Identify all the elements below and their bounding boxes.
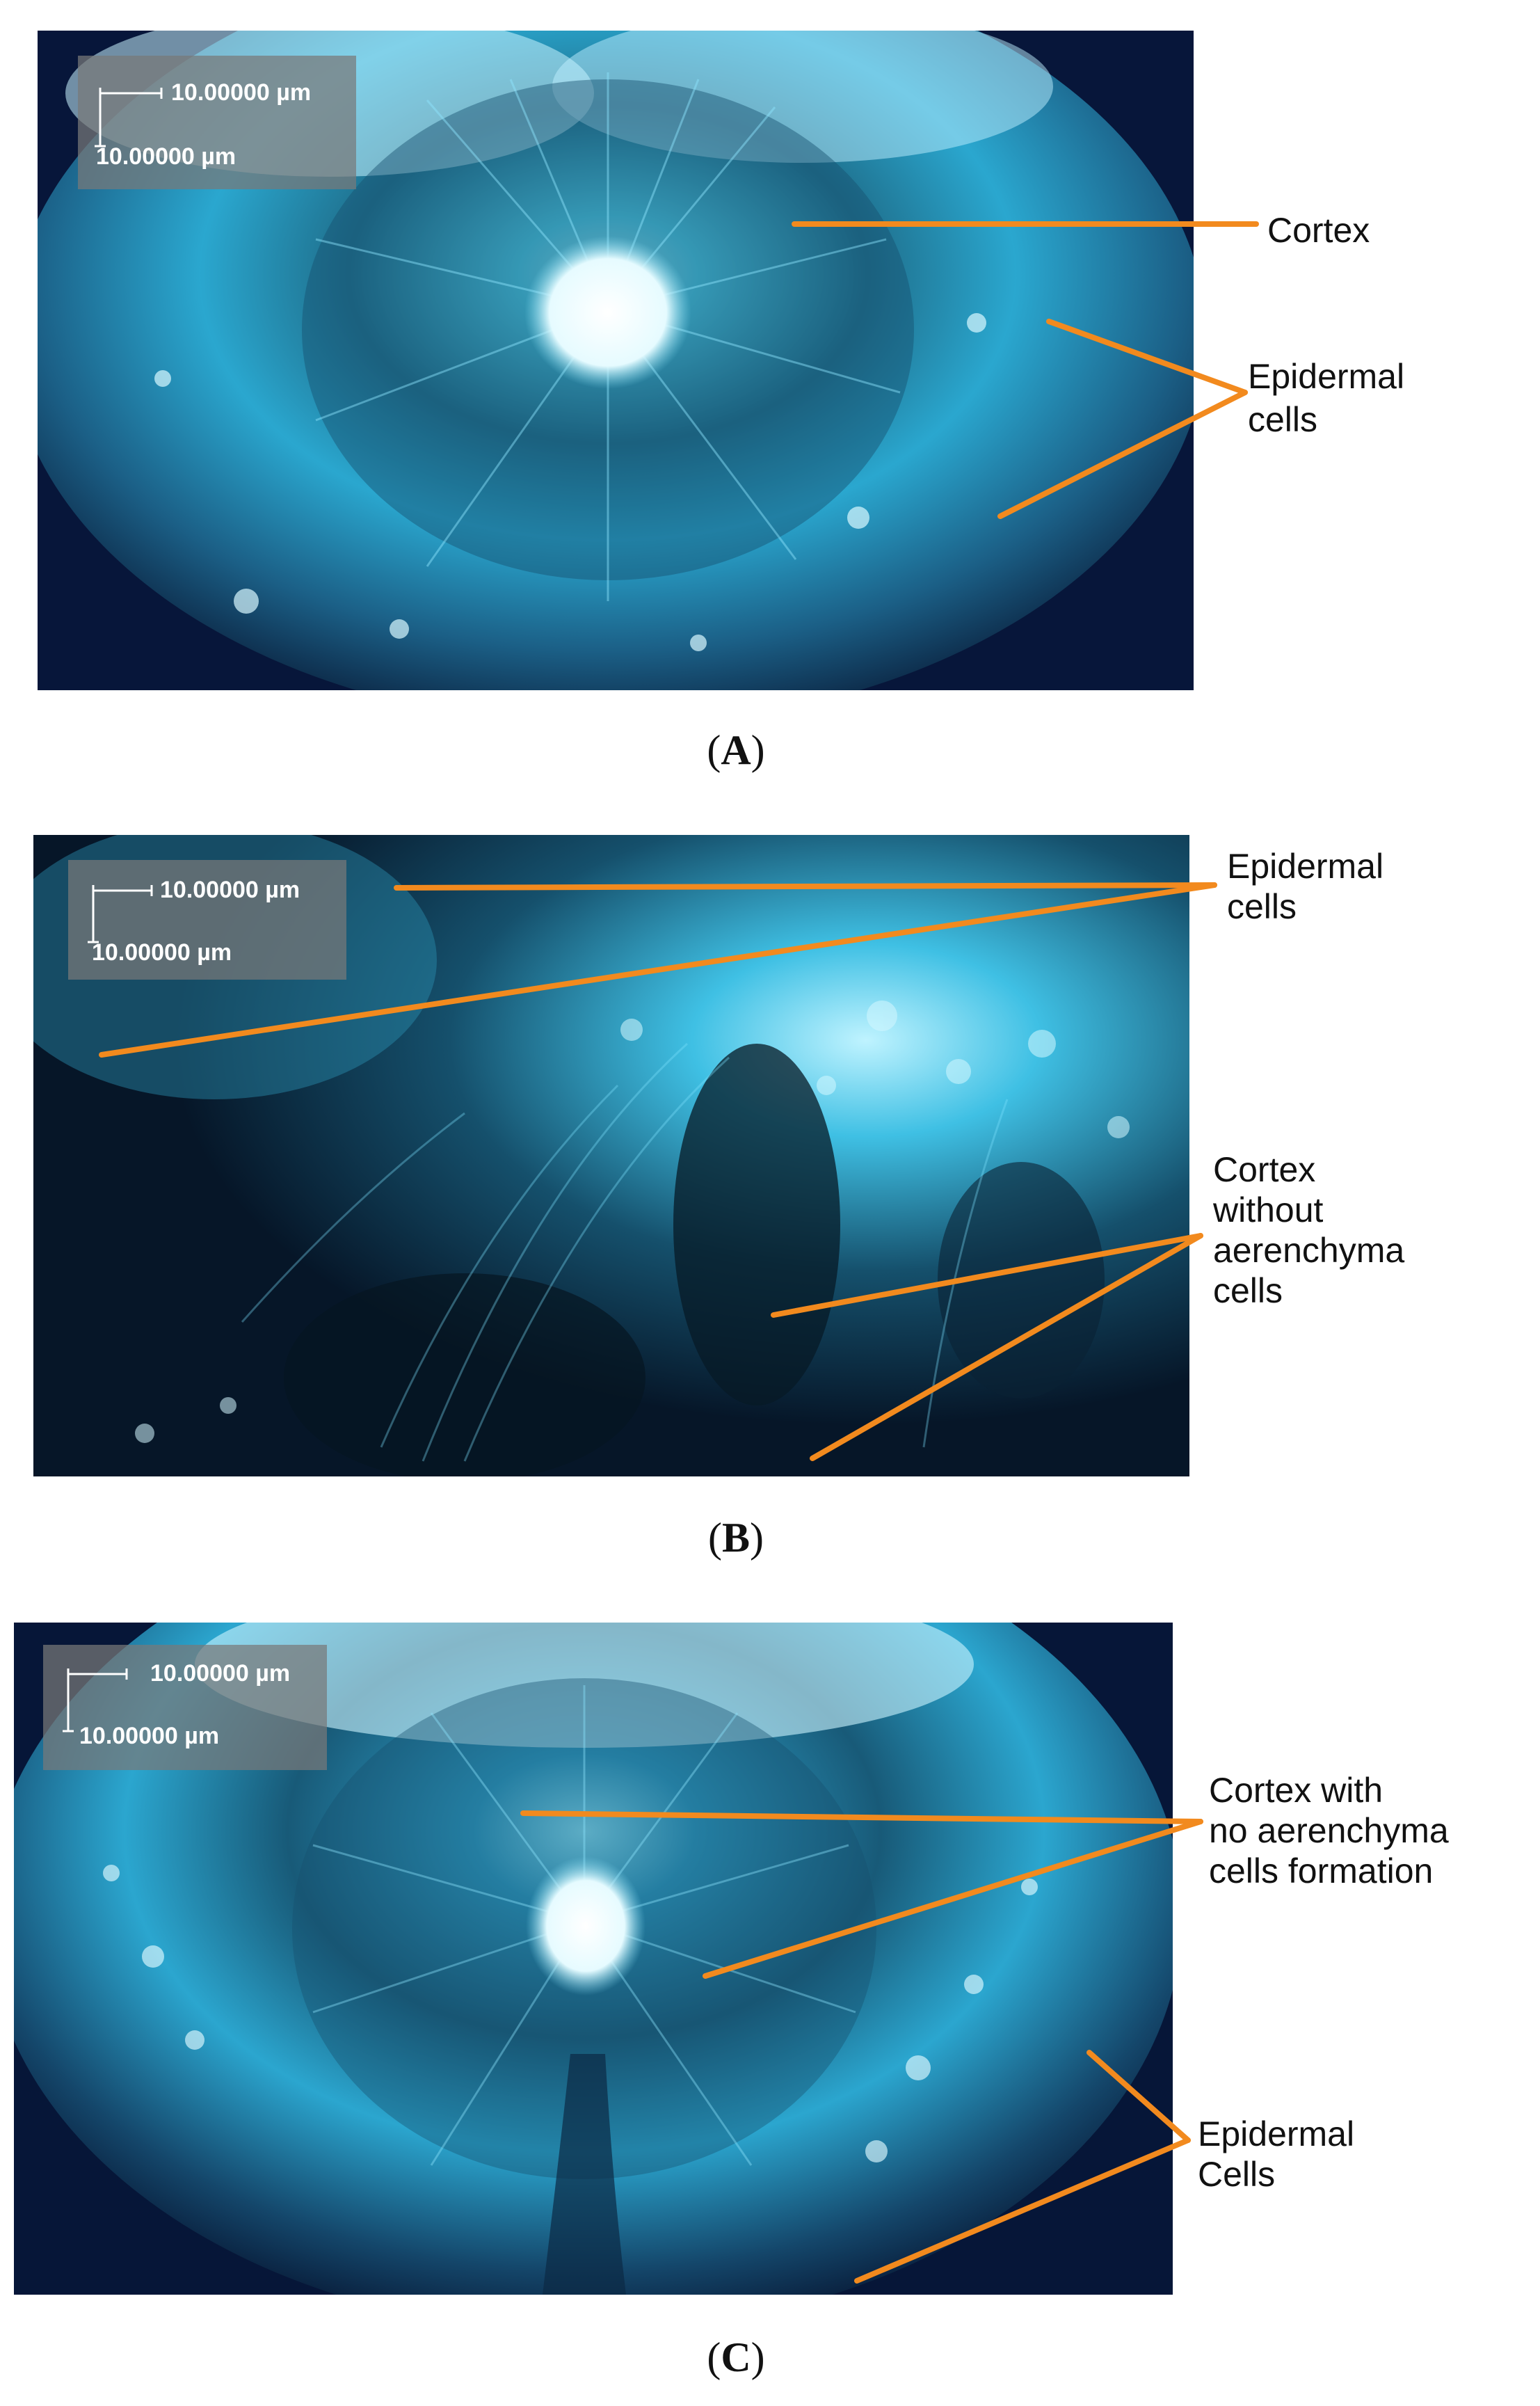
micrograph-a: 10.00000 µm 10.00000 µm bbox=[38, 31, 1194, 690]
caption-a-open: ( bbox=[707, 727, 721, 773]
scale-bar-box: 10.00000 µm 10.00000 µm bbox=[78, 56, 356, 189]
caption-b: (B) bbox=[666, 1514, 805, 1562]
caption-b-letter: B bbox=[721, 1515, 751, 1561]
label-c-epidermal-line1: Epidermal bbox=[1198, 2114, 1355, 2153]
label-c-cortex-line2: no aerenchyma bbox=[1209, 1811, 1449, 1850]
caption-c-open: ( bbox=[707, 2334, 721, 2380]
scale-bar-vertical-label: 10.00000 µm bbox=[96, 143, 236, 170]
label-c-epidermal-line2: Cells bbox=[1198, 2155, 1276, 2194]
caption-a: (A) bbox=[666, 726, 805, 774]
label-b-cortex-line1: Cortex bbox=[1213, 1150, 1316, 1189]
label-a-epidermal-line2: cells bbox=[1248, 400, 1318, 439]
scale-bar-icon bbox=[63, 1668, 128, 1732]
scale-bar-vertical-label: 10.00000 µm bbox=[92, 939, 232, 966]
label-b-epidermal-line2: cells bbox=[1227, 887, 1297, 926]
scale-bar-horizontal-label: 10.00000 µm bbox=[150, 1660, 291, 1687]
micrograph-c: 10.00000 µm 10.00000 µm bbox=[14, 1623, 1173, 2295]
scale-bar-box: 10.00000 µm 10.00000 µm bbox=[43, 1645, 327, 1770]
label-b-cortex-line2: without bbox=[1213, 1190, 1324, 1229]
caption-c-letter: C bbox=[721, 2334, 751, 2380]
caption-a-close: ) bbox=[751, 727, 765, 773]
scale-bar-horizontal-label: 10.00000 µm bbox=[160, 877, 300, 903]
caption-a-letter: A bbox=[721, 727, 751, 773]
scale-bar-vertical-label: 10.00000 µm bbox=[79, 1723, 220, 1749]
label-a-cortex: Cortex bbox=[1267, 211, 1370, 250]
caption-c: (C) bbox=[666, 2334, 805, 2382]
label-b-epidermal-line1: Epidermal bbox=[1227, 847, 1384, 886]
label-a-epidermal-line1: Epidermal bbox=[1248, 357, 1405, 396]
caption-b-open: ( bbox=[708, 1515, 722, 1561]
caption-c-close: ) bbox=[751, 2334, 765, 2380]
scale-bar-icon bbox=[95, 88, 163, 148]
label-b-cortex-line4: cells bbox=[1213, 1271, 1283, 1310]
label-c-cortex-line3: cells formation bbox=[1209, 1851, 1434, 1890]
label-c-cortex-line1: Cortex with bbox=[1209, 1771, 1383, 1810]
scale-bar-horizontal-label: 10.00000 µm bbox=[171, 79, 312, 106]
scale-bar-box: 10.00000 µm 10.00000 µm bbox=[68, 860, 346, 980]
label-b-cortex-line3: aerenchyma bbox=[1213, 1231, 1405, 1270]
caption-b-close: ) bbox=[750, 1515, 764, 1561]
micrograph-b: 10.00000 µm 10.00000 µm bbox=[33, 835, 1189, 1476]
